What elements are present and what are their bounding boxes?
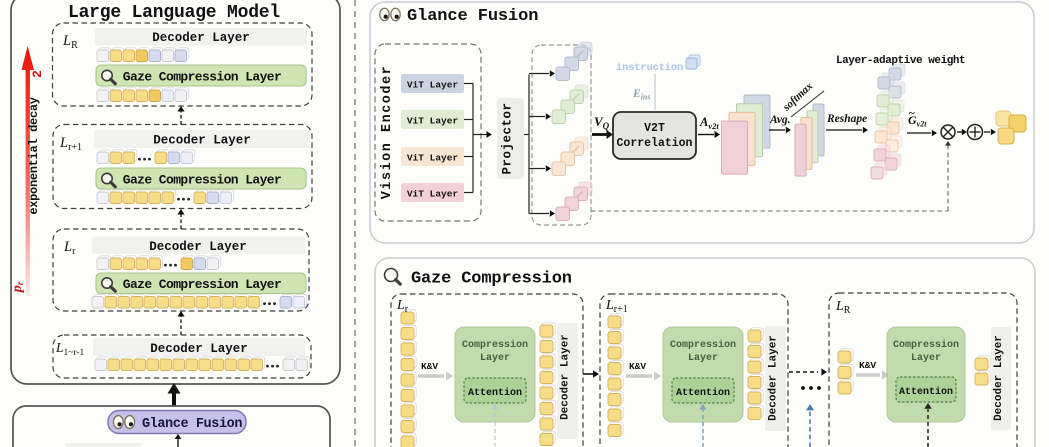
svg-text:ViT Layer: ViT Layer bbox=[407, 116, 459, 127]
svg-text:Reshape: Reshape bbox=[826, 113, 867, 125]
svg-text:Layer: Layer bbox=[480, 353, 510, 364]
svg-text:Layer-adaptive weight: Layer-adaptive weight bbox=[836, 55, 965, 67]
svg-text:ViT Layer: ViT Layer bbox=[407, 80, 459, 91]
svg-text:K&V: K&V bbox=[629, 361, 646, 372]
svg-text:Decoder Layer: Decoder Layer bbox=[149, 240, 247, 254]
svg-text:Decoder Layer: Decoder Layer bbox=[993, 335, 1005, 421]
svg-text:ViT Layer: ViT Layer bbox=[407, 189, 459, 200]
svg-text:Decoder Layer: Decoder Layer bbox=[768, 335, 780, 421]
svg-text:Gaze Compression Layer: Gaze Compression Layer bbox=[123, 70, 281, 85]
svg-text:Decoder Layer: Decoder Layer bbox=[150, 342, 248, 356]
svg-text:Compression: Compression bbox=[893, 339, 959, 351]
svg-text:Layer: Layer bbox=[688, 353, 718, 364]
svg-text:Projector: Projector bbox=[501, 102, 515, 174]
svg-text:2: 2 bbox=[30, 70, 45, 78]
svg-text:Glance Fusion: Glance Fusion bbox=[142, 417, 242, 432]
svg-text:Gaze Compression: Gaze Compression bbox=[411, 270, 572, 289]
svg-text:K&V: K&V bbox=[859, 360, 876, 371]
svg-text:Avg.: Avg. bbox=[769, 114, 791, 126]
svg-text:Glance Fusion: Glance Fusion bbox=[407, 7, 538, 26]
svg-text:Large Language Model: Large Language Model bbox=[68, 3, 280, 23]
svg-text:Vision Encoder: Vision Encoder bbox=[380, 65, 395, 199]
svg-text:Attention: Attention bbox=[676, 387, 730, 399]
svg-text:Attention: Attention bbox=[468, 387, 522, 399]
svg-text:Compression: Compression bbox=[670, 339, 736, 351]
svg-text:Layer: Layer bbox=[911, 353, 941, 364]
svg-text:Decoder Layer: Decoder Layer bbox=[153, 134, 251, 148]
svg-text:K&V: K&V bbox=[421, 361, 438, 372]
svg-text:instruction: instruction bbox=[616, 62, 683, 74]
svg-text:ViT Layer: ViT Layer bbox=[407, 153, 459, 164]
svg-text:~: ~ bbox=[909, 108, 915, 120]
svg-text:Decoder Layer: Decoder Layer bbox=[152, 31, 250, 45]
svg-text:exponential decay: exponential decay bbox=[27, 97, 41, 214]
svg-text:Correlation: Correlation bbox=[617, 137, 693, 150]
svg-text:Gaze Compression Layer: Gaze Compression Layer bbox=[123, 277, 281, 292]
svg-text:Attention: Attention bbox=[899, 386, 953, 398]
svg-text:V2T: V2T bbox=[644, 122, 665, 135]
svg-text:Gaze Compression Layer: Gaze Compression Layer bbox=[123, 173, 281, 188]
svg-text:Decoder Layer: Decoder Layer bbox=[560, 334, 572, 420]
svg-text:Compression: Compression bbox=[462, 339, 528, 351]
